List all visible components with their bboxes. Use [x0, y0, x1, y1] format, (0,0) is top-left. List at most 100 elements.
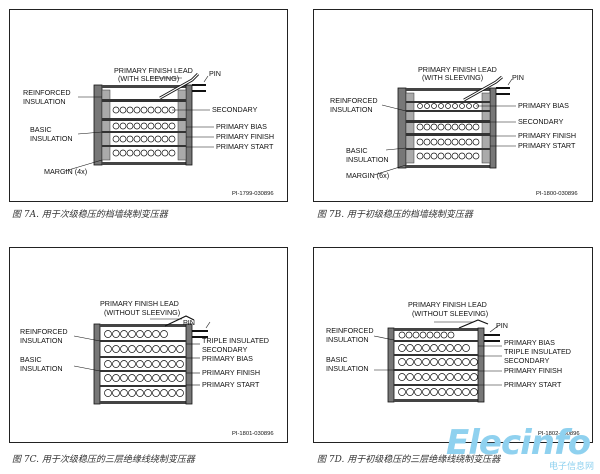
- pin: [192, 84, 206, 86]
- label-primary-finish: PRIMARY FINISH: [202, 368, 260, 377]
- label-reinforced: REINFORCED: [20, 327, 68, 336]
- winding-primary-bias: [398, 331, 455, 339]
- pin-label: PIN: [496, 321, 508, 330]
- winding-secondary-triple-insulated: [104, 330, 168, 338]
- figure-7c-diagram: PRIMARY FINISH LEAD (WITHOUT SLEEVING) P…: [20, 299, 274, 437]
- label-insulation: INSULATION: [330, 105, 373, 114]
- figure-7d-diagram: PRIMARY FINISH LEAD (WITHOUT SLEEVING) P…: [326, 300, 580, 437]
- label-secondary: SECONDARY: [212, 105, 258, 114]
- figure-7b-panel: PRIMARY FINISH LEAD (WITH SLEEVING) PIN …: [313, 9, 593, 202]
- lead-title: PRIMARY FINISH LEAD: [114, 66, 193, 75]
- label-basic: BASIC: [30, 125, 52, 134]
- label-margin: MARGIN (6x): [346, 171, 389, 180]
- figure-7a-panel: PRIMARY FINISH LEAD (WITH SLEEVING) PIN …: [9, 9, 288, 202]
- label-basic: BASIC: [326, 355, 348, 364]
- label-reinforced: REINFORCED: [326, 326, 374, 335]
- label-basic: BASIC: [346, 146, 368, 155]
- winding-primary-bias: [104, 345, 184, 353]
- figure-7b-diagram: PRIMARY FINISH LEAD (WITH SLEEVING) PIN …: [330, 65, 578, 197]
- margin-tape-right: [177, 89, 187, 161]
- label-primary-finish: PRIMARY FINISH: [504, 366, 562, 375]
- figure-7a-diagram: PRIMARY FINISH LEAD (WITH SLEEVING) PIN …: [23, 66, 274, 197]
- label-primary-bias: PRIMARY BIAS: [202, 354, 253, 363]
- label-insulation: INSULATION: [20, 364, 63, 373]
- winding-primary-start: [398, 373, 478, 381]
- watermark-logo: Elecinfo: [446, 423, 591, 463]
- label-insulation: INSULATION: [30, 134, 73, 143]
- figure-code: PI-1800-030896: [536, 191, 578, 197]
- figure-7d-caption: 图 7D. 用于初级稳压的三层绝缘线绕制变压器: [317, 455, 501, 465]
- winding-primary-finish: [112, 135, 176, 143]
- lead-sub: (WITHOUT SLEEVING): [104, 308, 180, 317]
- winding-secondary: [416, 123, 480, 131]
- winding-primary-bias: [112, 122, 176, 130]
- label-insulation: INSULATION: [346, 155, 389, 164]
- label-primary-start: PRIMARY START: [202, 380, 260, 389]
- label-insulation: INSULATION: [23, 97, 66, 106]
- label-secondary: SECONDARY: [504, 356, 550, 365]
- label-primary-bias: PRIMARY BIAS: [504, 338, 555, 347]
- figure-7c-caption: 图 7C. 用于次级稳压的三层绝缘线绕制变压器: [12, 455, 195, 465]
- figure-7b-caption: 图 7B. 用于初级稳压的档墙绕制变压器: [317, 210, 473, 220]
- label-insulation: INSULATION: [20, 336, 63, 345]
- insulation-layer: [102, 145, 186, 147]
- label-secondary: SECONDARY: [518, 117, 564, 126]
- insulation-layer: [102, 99, 186, 102]
- winding-secondary: [112, 106, 176, 114]
- label-primary-finish: PRIMARY FINISH: [216, 132, 274, 141]
- lead-title: PRIMARY FINISH LEAD: [100, 299, 179, 308]
- figure-code: PI-1801-030896: [232, 431, 274, 437]
- pin-label: PIN: [183, 318, 195, 327]
- bobbin-bottom-bar: [102, 162, 186, 165]
- label-primary-bias: PRIMARY BIAS: [216, 122, 267, 131]
- watermark-subtitle: 电子信息网: [548, 462, 594, 472]
- lead-title: PRIMARY FINISH LEAD: [418, 65, 497, 74]
- label-primary-finish: PRIMARY FINISH: [518, 131, 576, 140]
- label-primary-start: PRIMARY START: [518, 141, 576, 150]
- label-reinforced: REINFORCED: [330, 96, 378, 105]
- winding-primary-finish: [398, 358, 478, 366]
- label-reinforced: REINFORCED: [23, 88, 71, 97]
- watermark: Elecinfo 电子信息网: [446, 426, 598, 472]
- figure-7c-panel: PRIMARY FINISH LEAD (WITHOUT SLEEVING) P…: [9, 247, 288, 443]
- label-insulation: INSULATION: [326, 364, 369, 373]
- winding-primary-finish: [416, 138, 480, 146]
- margin-tape-left: [101, 89, 111, 161]
- insulation-layer: [102, 118, 186, 121]
- primary-finish-lead: [458, 319, 489, 329]
- label-primary-bias: PRIMARY BIAS: [518, 101, 569, 110]
- pin: [484, 334, 500, 336]
- label-margin: MARGIN (4x): [44, 167, 87, 176]
- label-primary-start: PRIMARY START: [216, 142, 274, 151]
- lead-sub: (WITH SLEEVING): [422, 73, 483, 82]
- winding-secondary-triple-insulated: [398, 344, 470, 352]
- winding-extra: [104, 389, 184, 397]
- lead-title: PRIMARY FINISH LEAD: [408, 300, 487, 309]
- winding-primary-start: [416, 152, 480, 160]
- winding-extra: [398, 388, 478, 396]
- label-primary-start: PRIMARY START: [504, 380, 562, 389]
- winding-primary-start: [112, 149, 176, 157]
- label-basic: BASIC: [20, 355, 42, 364]
- winding-primary-bias: [417, 103, 479, 109]
- label-insulation: INSULATION: [326, 335, 369, 344]
- pin-label: PIN: [209, 69, 221, 78]
- bobbin-top-bar: [102, 85, 186, 88]
- pin-label: PIN: [512, 73, 524, 82]
- pin: [192, 330, 208, 332]
- label-triple-insulated: TRIPLE INSULATED: [202, 336, 269, 345]
- figure-code: PI-1802-030896: [538, 431, 580, 437]
- label-triple-insulated: TRIPLE INSULATED: [504, 347, 571, 356]
- winding-primary-finish: [104, 360, 184, 368]
- primary-finish-lead: [164, 315, 195, 327]
- winding-primary-start: [104, 374, 184, 382]
- figure-code: PI-1799-030896: [232, 191, 274, 197]
- insulation-layer: [102, 131, 186, 133]
- lead-sub: (WITHOUT SLEEVING): [412, 309, 488, 318]
- lead-sub: (WITH SLEEVING): [118, 74, 179, 83]
- label-secondary: SECONDARY: [202, 345, 248, 354]
- bobbin-flange-right: [185, 84, 193, 166]
- figure-7d-panel: PRIMARY FINISH LEAD (WITHOUT SLEEVING) P…: [313, 247, 593, 443]
- pin: [496, 87, 510, 89]
- figure-7a-caption: 图 7A. 用于次级稳压的档墙绕制变压器: [12, 210, 168, 220]
